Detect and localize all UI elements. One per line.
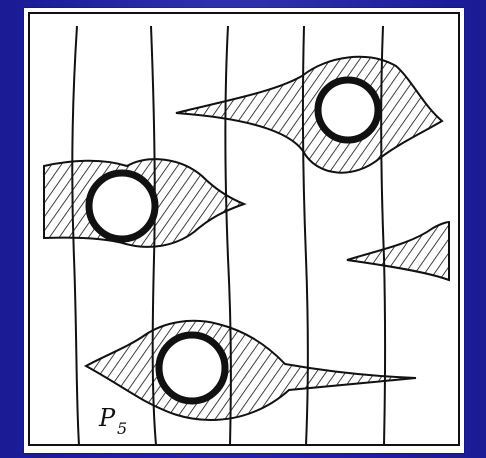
nucleus-bottom xyxy=(159,335,225,401)
diagram-label-main: P xyxy=(98,404,116,432)
nucleus-left xyxy=(89,173,155,239)
hatched-cell-right-edge xyxy=(347,222,449,280)
diagram-label-subscript: 5 xyxy=(117,419,127,438)
hatched-cell-bottom xyxy=(86,321,416,420)
hatched-cell-top-right xyxy=(176,57,442,173)
nucleus-top-right xyxy=(318,80,378,140)
cell-diagram: P 5 xyxy=(24,8,464,453)
diagram-panel: P 5 xyxy=(24,8,464,453)
